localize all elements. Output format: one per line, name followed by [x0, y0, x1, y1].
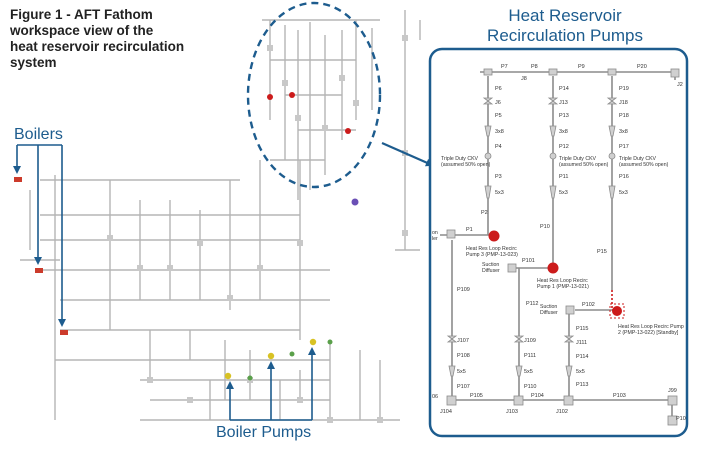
label-p14: P14 — [559, 86, 569, 92]
label-p9: P9 — [578, 64, 585, 70]
label-j2: J2 — [677, 82, 683, 88]
label-j111: J111 — [576, 340, 587, 346]
pipe-labels: P7 P8 P9 P20 J8 J2 P6 J6 P5 3x8 P4 P3 5x… — [432, 64, 686, 422]
highlight-ellipse — [246, 1, 382, 189]
label-p105: P105 — [470, 393, 483, 399]
heat-reservoir-pumps-callout: Heat Reservoir Recirculation Pumps — [487, 6, 643, 45]
label-reducer-1: 5x3 — [495, 190, 504, 196]
label-j99: J99 — [668, 388, 677, 394]
label-p113: P113 — [576, 382, 588, 388]
label-reducer-b-2: 5x5 — [524, 369, 533, 375]
label-p4: P4 — [495, 144, 502, 150]
label-ckv-2: Triple Duty CKV(assumed 50% open) — [559, 156, 609, 168]
label-p104: P104 — [531, 393, 544, 399]
label-p1: P1 — [466, 227, 473, 233]
label-p13: P13 — [559, 113, 569, 119]
label-p10-bottom: P10 — [676, 416, 686, 422]
label-j8: J8 — [521, 76, 527, 82]
label-strainer-2: 3x8 — [559, 129, 568, 135]
detail-arrow — [381, 141, 434, 167]
boilers-arrows — [13, 144, 66, 327]
label-p18: P18 — [619, 113, 629, 119]
boiler-pump-icons — [224, 338, 333, 381]
label-p17: P17 — [619, 144, 629, 150]
label-ckv-1: Triple Duty CKV(assumed 50% open) — [441, 156, 491, 168]
label-j13: J13 — [559, 100, 568, 106]
label-j06: 06 — [432, 394, 438, 400]
label-ckv-3: Triple Duty CKV(assumed 50% open) — [619, 156, 669, 168]
label-reducer-2: 5x3 — [559, 190, 568, 196]
label-p8: P8 — [531, 64, 538, 70]
label-p108: P108 — [457, 353, 470, 359]
label-p5: P5 — [495, 113, 502, 119]
overview-network — [20, 10, 421, 421]
label-p3: P3 — [495, 174, 502, 180]
label-p10: P10 — [540, 224, 550, 230]
label-p101: P101 — [522, 258, 535, 264]
component-labels: Triple Duty CKV(assumed 50% open) Triple… — [432, 156, 684, 336]
label-j104: J104 — [440, 409, 452, 415]
label-p111: P111 — [524, 353, 536, 359]
label-p112: P112 — [526, 301, 538, 307]
detail-components — [446, 68, 680, 426]
label-strainer-1: 3x8 — [495, 129, 504, 135]
label-reducer-b-1: 5x5 — [457, 369, 466, 375]
label-j107: J107 — [457, 338, 469, 344]
label-p19: P19 — [619, 86, 629, 92]
boilers-callout: Boilers — [14, 126, 63, 143]
overview-nodes — [107, 35, 408, 423]
label-p103: P103 — [613, 393, 626, 399]
label-p20: P20 — [637, 64, 647, 70]
boiler-pumps-callout: Boiler Pumps — [216, 424, 312, 441]
label-p109: P109 — [457, 287, 470, 293]
label-p114: P114 — [576, 354, 588, 360]
label-p6: P6 — [495, 86, 502, 92]
label-j103: J103 — [506, 409, 518, 415]
detail-pumps — [488, 230, 625, 319]
label-p110: P110 — [524, 384, 536, 390]
label-p11: P11 — [559, 174, 568, 180]
label-reducer-b-3: 5x5 — [576, 369, 585, 375]
label-p115: P115 — [576, 326, 588, 332]
label-reducer-3: 5x3 — [619, 190, 628, 196]
overview-heat-pumps — [267, 92, 359, 206]
label-j18: J18 — [619, 100, 628, 106]
label-j109: J109 — [524, 338, 536, 344]
label-j102: J102 — [556, 409, 568, 415]
figure-caption: Figure 1 - AFT Fathom workspace view of … — [10, 7, 185, 70]
boiler-pumps-arrows — [226, 347, 316, 421]
label-p7: P7 — [501, 64, 508, 70]
label-strainer-3: 3x8 — [619, 129, 628, 135]
label-j6: J6 — [495, 100, 501, 106]
label-p2: P2 — [481, 210, 488, 216]
label-p107: P107 — [457, 384, 470, 390]
label-p15: P15 — [597, 249, 607, 255]
label-p102: P102 — [582, 302, 595, 308]
label-p16: P16 — [619, 174, 629, 180]
detail-panel — [428, 47, 689, 438]
label-p12: P12 — [559, 144, 569, 150]
boiler-icons — [14, 177, 68, 335]
